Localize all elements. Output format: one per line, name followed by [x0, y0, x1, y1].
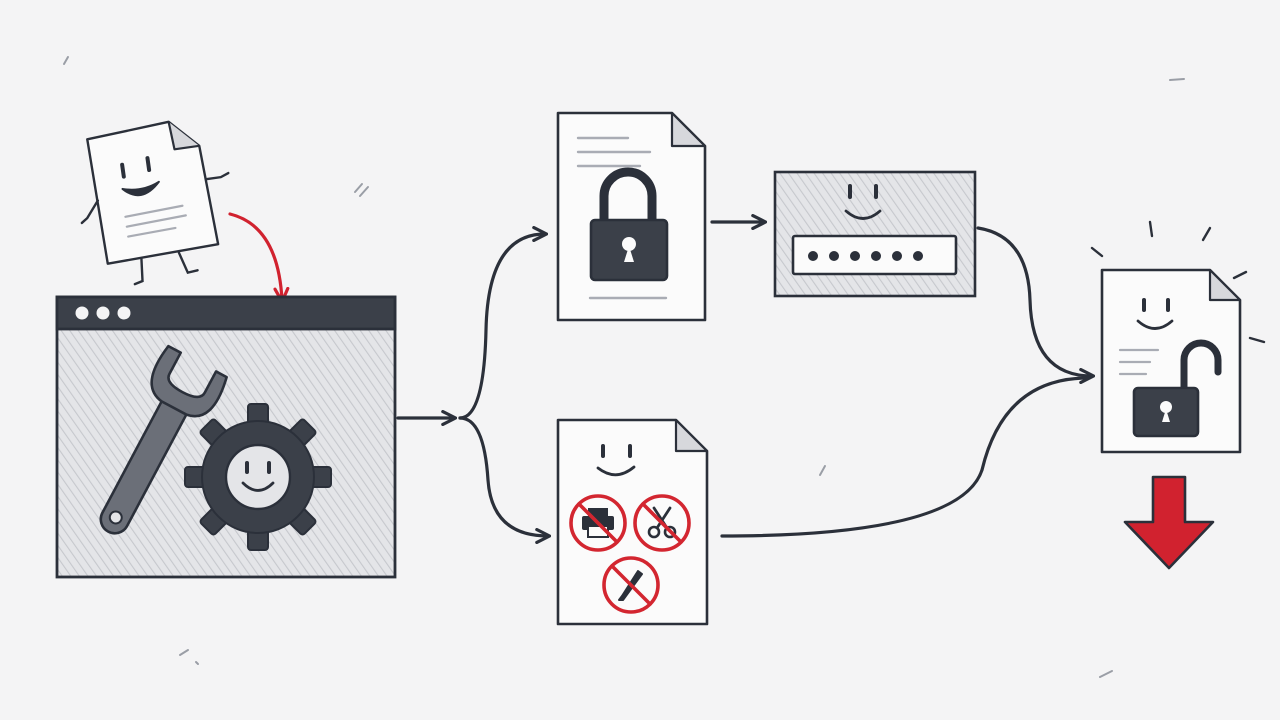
- padlock-closed-icon: [589, 167, 669, 282]
- wrench-icon: [99, 344, 228, 535]
- connectors: [396, 214, 1096, 544]
- smiling-gear-icon: [184, 403, 332, 551]
- arms-icon: [80, 171, 230, 225]
- shine-lines-icon: [1090, 220, 1266, 344]
- smiley-face-icon: [596, 444, 636, 477]
- branch-to-restricted: [458, 416, 552, 544]
- smiley-face-icon: [1136, 298, 1174, 330]
- restricted-to-unlocked: [720, 376, 1090, 538]
- unlock-tool-window: [55, 295, 397, 579]
- smiley-face-icon: [844, 184, 882, 220]
- locked-document: [556, 111, 707, 322]
- window-dots-icon: [75, 306, 131, 320]
- no-print-icon: [569, 494, 627, 552]
- download-arrow: [1123, 475, 1215, 570]
- branch-to-locked: [458, 226, 549, 420]
- download-arrow-icon: [1123, 475, 1215, 570]
- legs-icon: [133, 251, 199, 286]
- red-input-arrow: [228, 212, 290, 304]
- password-box: [773, 170, 977, 298]
- no-edit-icon: [602, 556, 660, 614]
- password-dots-icon: [808, 251, 923, 261]
- window-titlebar: [55, 295, 397, 331]
- padlock-open-icon: [1132, 339, 1222, 438]
- happy-document: [80, 120, 230, 286]
- restricted-document: [556, 418, 709, 626]
- password-to-unlocked: [976, 226, 1096, 384]
- sketch-marks: [63, 56, 1185, 678]
- no-cut-icon: [633, 494, 691, 552]
- unlocked-document: [1090, 220, 1266, 454]
- smiley-face-icon: [120, 156, 160, 197]
